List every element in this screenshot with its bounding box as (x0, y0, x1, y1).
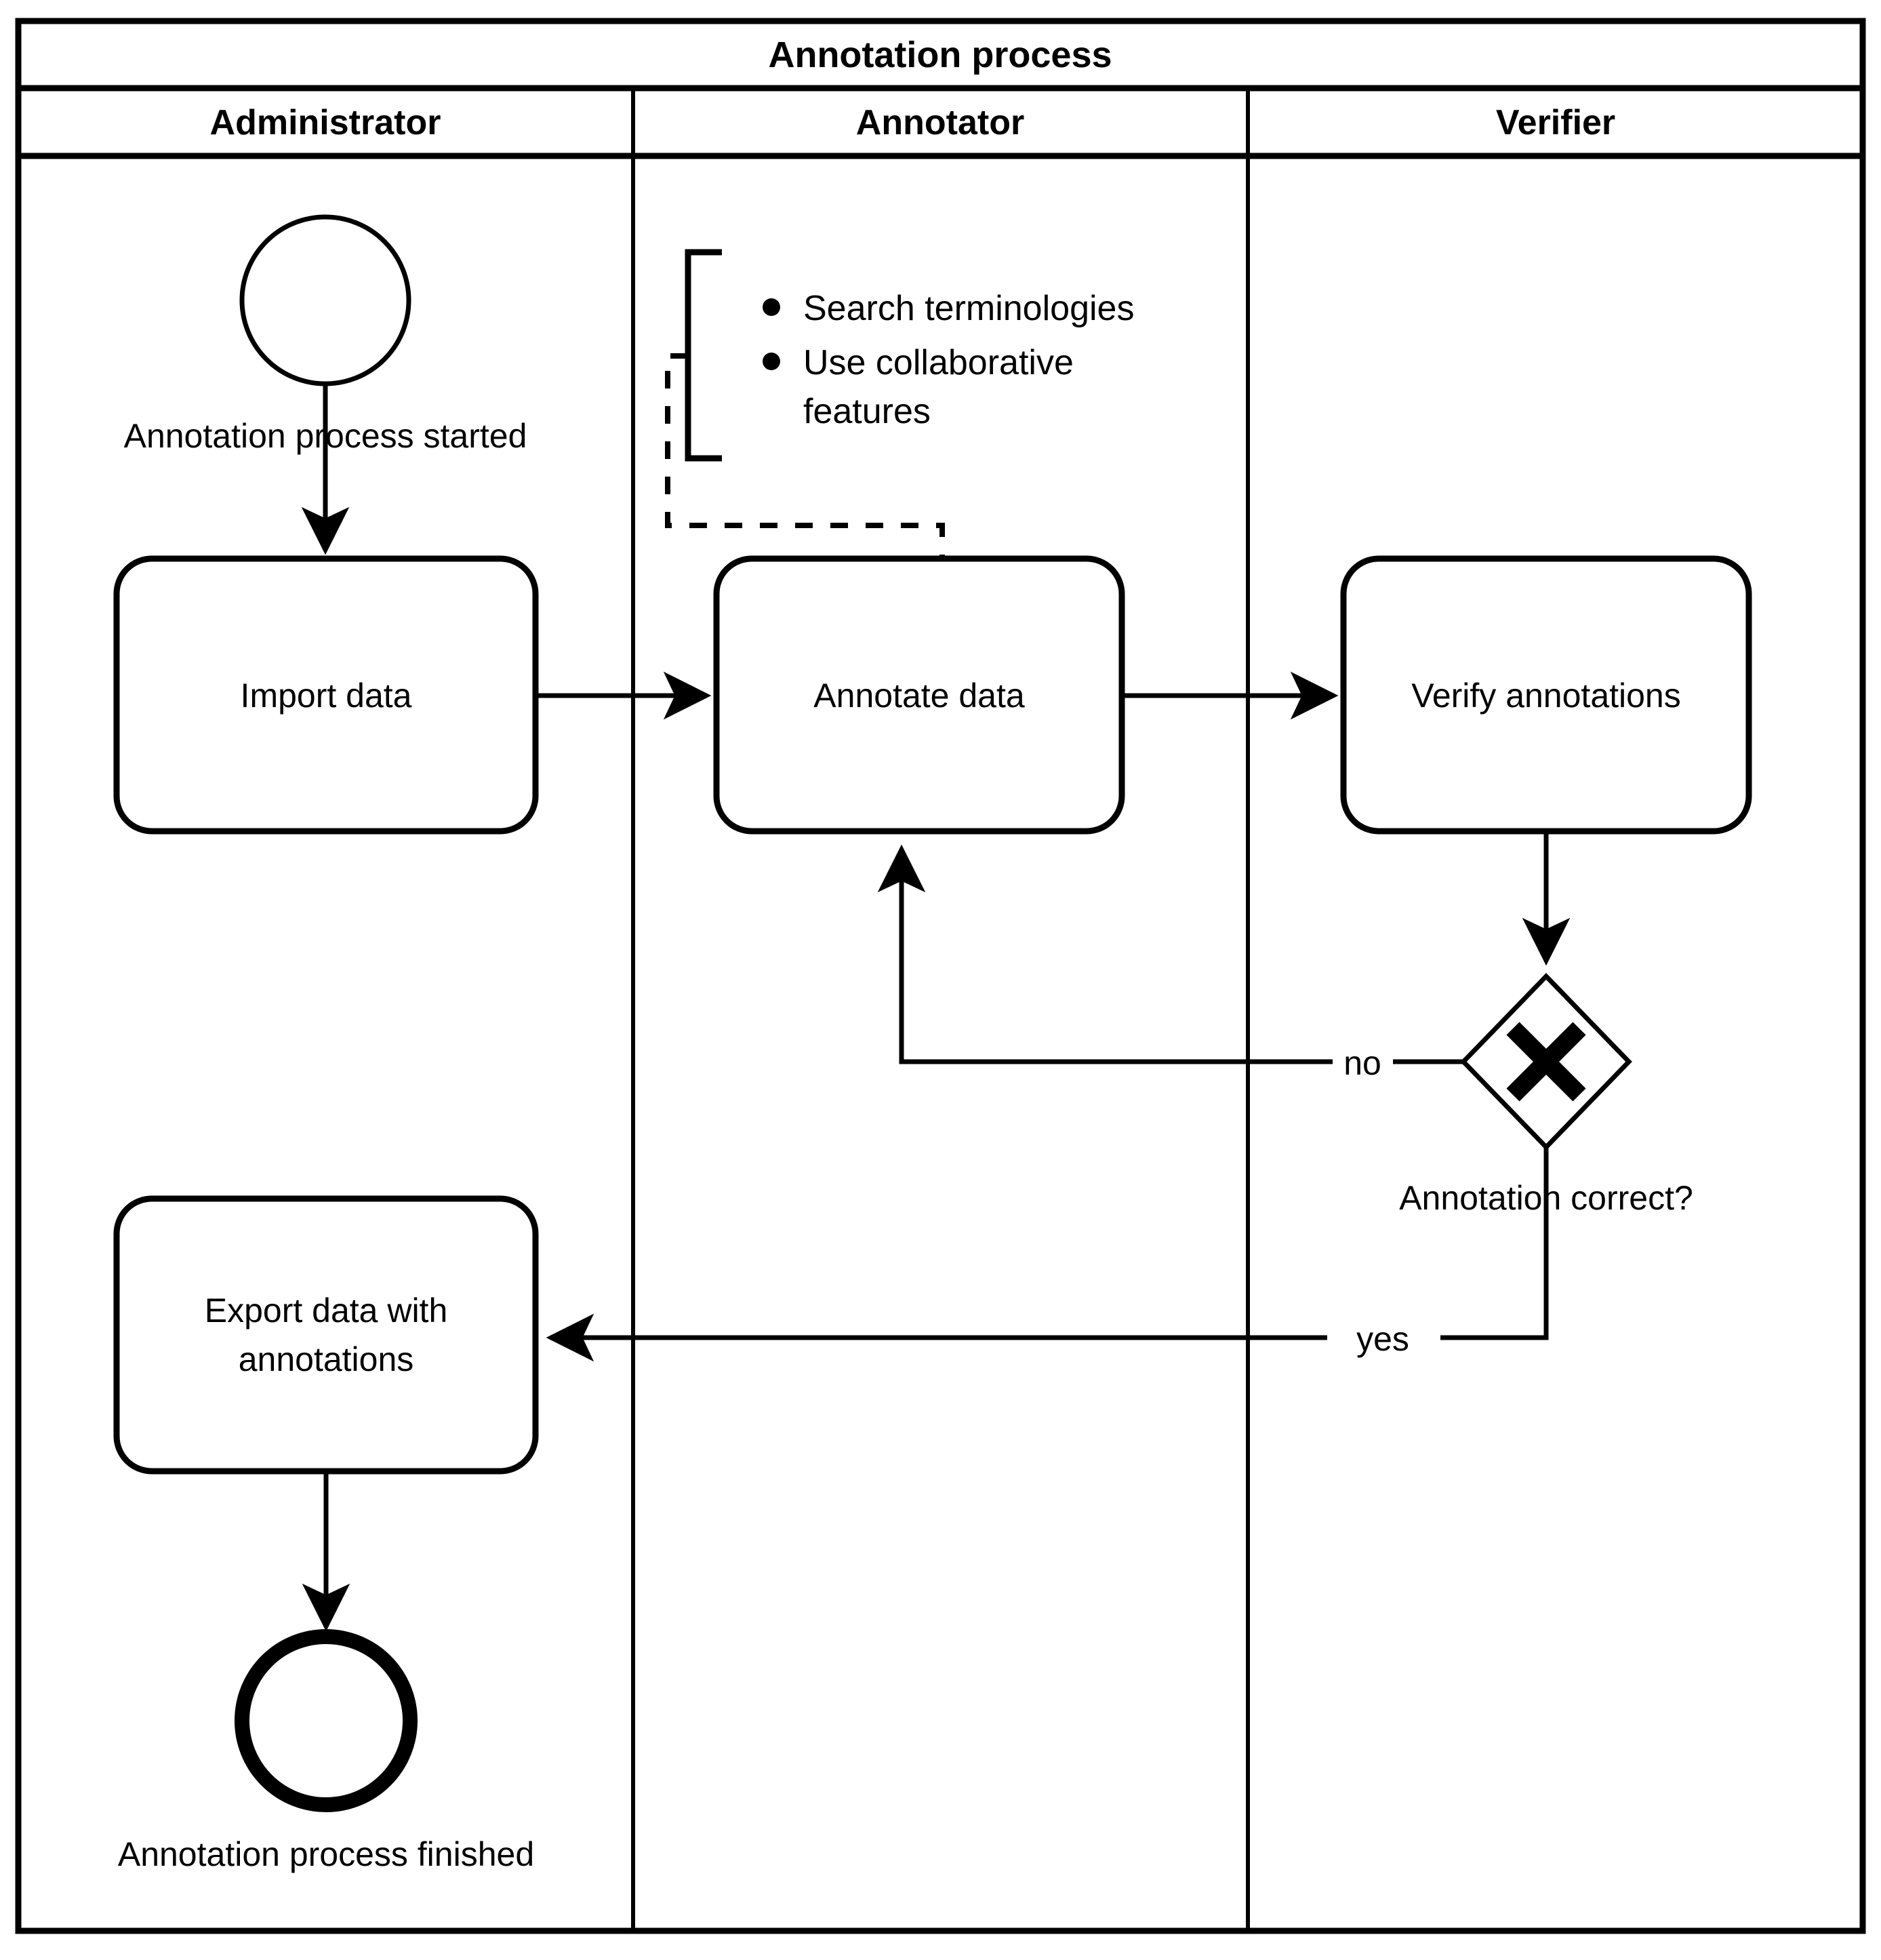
end-event[interactable] (235, 1629, 418, 1812)
flow-no-to-annotate (877, 844, 1333, 1064)
lane-header-administrator: Administrator (210, 103, 441, 142)
pool-title: Annotation process (768, 35, 1112, 75)
task-verify-annotations[interactable]: Verify annotations (1340, 555, 1752, 835)
exclusive-gateway-x-icon (1506, 1022, 1586, 1102)
text-annotation-bullet-2-line2: features (803, 392, 931, 431)
task-export-data-box[interactable] (113, 1195, 539, 1475)
bullet-point-icon-2 (763, 353, 780, 370)
task-export-data-label-line2: annotations (239, 1340, 414, 1378)
lane-header-annotator: Annotator (856, 103, 1024, 142)
task-import-data-label: Import data (241, 677, 412, 715)
text-annotation-bullet-1: Search terminologies (803, 289, 1134, 328)
task-verify-annotations-label: Verify annotations (1411, 677, 1681, 715)
task-annotate-data-label: Annotate data (813, 677, 1025, 715)
text-annotation-bullet-2-line1: Use collaborative (803, 343, 1074, 382)
task-import-data[interactable]: Import data (113, 555, 539, 835)
lane-header-verifier: Verifier (1496, 103, 1615, 142)
end-event-label: Annotation process finished (118, 1835, 534, 1873)
text-annotation: Search terminologies Use collaborative f… (665, 249, 1134, 559)
flow-label-yes: yes (1356, 1320, 1409, 1358)
bullet-point-icon-1 (763, 298, 780, 316)
start-event[interactable] (239, 214, 411, 386)
flow-yes-segment-right (1440, 1147, 1549, 1340)
task-export-data[interactable]: Export data with annotations (113, 1195, 539, 1475)
task-export-data-label-line1: Export data with (205, 1292, 448, 1329)
text-annotation-association (665, 353, 945, 559)
end-event-circle[interactable] (235, 1629, 418, 1812)
start-event-circle[interactable] (239, 214, 411, 386)
flow-label-no: no (1343, 1044, 1381, 1082)
task-annotate-data[interactable]: Annotate data (713, 555, 1125, 835)
